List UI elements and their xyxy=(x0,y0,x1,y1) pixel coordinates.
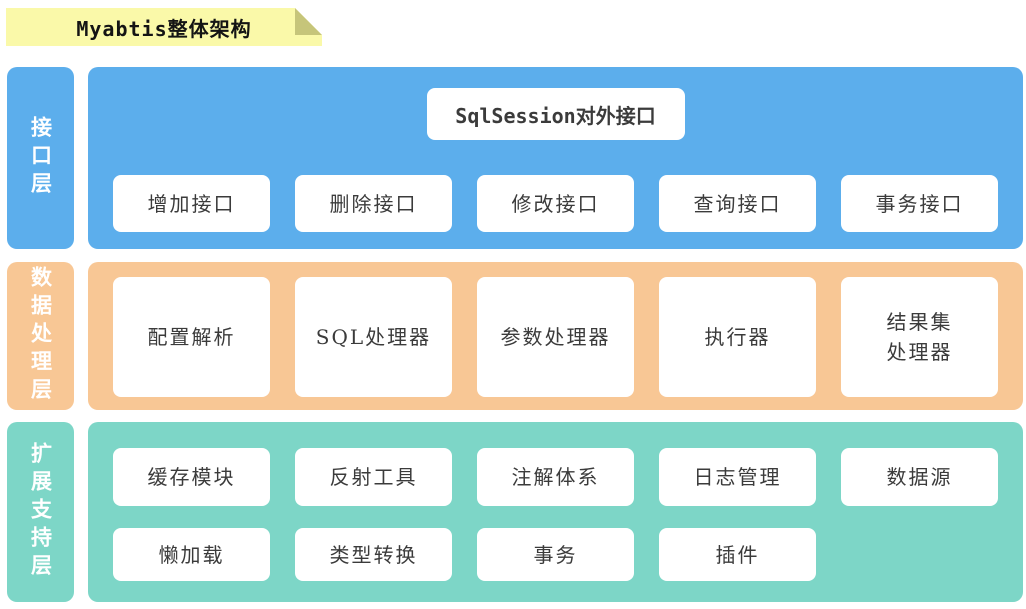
layer-label-interface-text: 接口层 xyxy=(28,116,54,200)
layer-label-extension-support-text: 扩展支持层 xyxy=(28,442,54,582)
data-processing-box-row: 配置解析 SQL处理器 参数处理器 执行器 结果集 处理器 xyxy=(88,277,1023,397)
interface-box-row: 增加接口 删除接口 修改接口 查询接口 事务接口 xyxy=(88,175,1023,232)
box-annotation-system: 注解体系 xyxy=(477,448,634,506)
box-datasource: 数据源 xyxy=(841,448,998,506)
layer-label-extension-support: 扩展支持层 xyxy=(7,422,74,602)
extension-box-row-2: 懒加载 类型转换 事务 插件 xyxy=(88,528,1023,581)
layer-extension-support: 扩展支持层 缓存模块 反射工具 注解体系 日志管理 数据源 懒加载 类型转换 事… xyxy=(0,422,1026,602)
box-add-interface: 增加接口 xyxy=(113,175,270,232)
box-sqlsession-api: SqlSession对外接口 xyxy=(426,88,685,140)
box-sql-processor: SQL处理器 xyxy=(295,277,452,397)
box-parameter-processor: 参数处理器 xyxy=(477,277,634,397)
extension-box-row-1: 缓存模块 反射工具 注解体系 日志管理 数据源 xyxy=(88,448,1023,506)
panel-interface: SqlSession对外接口 增加接口 删除接口 修改接口 查询接口 事务接口 xyxy=(88,67,1023,249)
box-log-management: 日志管理 xyxy=(659,448,816,506)
box-type-conversion: 类型转换 xyxy=(295,528,452,581)
box-cache-module: 缓存模块 xyxy=(113,448,270,506)
panel-data-processing: 配置解析 SQL处理器 参数处理器 执行器 结果集 处理器 xyxy=(88,262,1023,410)
box-modify-interface: 修改接口 xyxy=(477,175,634,232)
title-banner: Myabtis整体架构 xyxy=(6,8,322,46)
box-transaction: 事务 xyxy=(477,528,634,581)
folded-corner-icon xyxy=(295,8,322,35)
box-executor: 执行器 xyxy=(659,277,816,397)
box-delete-interface: 删除接口 xyxy=(295,175,452,232)
layer-interface: 接口层 SqlSession对外接口 增加接口 删除接口 修改接口 查询接口 事… xyxy=(0,67,1026,249)
layer-label-interface: 接口层 xyxy=(7,67,74,249)
box-query-interface: 查询接口 xyxy=(659,175,816,232)
box-transaction-interface: 事务接口 xyxy=(841,175,998,232)
layer-label-data-processing: 数据处理层 xyxy=(7,262,74,410)
box-lazy-loading: 懒加载 xyxy=(113,528,270,581)
diagram-title: Myabtis整体架构 xyxy=(76,16,252,41)
box-reflection-tools: 反射工具 xyxy=(295,448,452,506)
box-resultset-processor: 结果集 处理器 xyxy=(841,277,998,397)
box-plugin: 插件 xyxy=(659,528,816,581)
box-config-parsing: 配置解析 xyxy=(113,277,270,397)
layer-label-data-processing-text: 数据处理层 xyxy=(28,266,54,406)
panel-extension-support: 缓存模块 反射工具 注解体系 日志管理 数据源 懒加载 类型转换 事务 插件 xyxy=(88,422,1023,602)
layer-data-processing: 数据处理层 配置解析 SQL处理器 参数处理器 执行器 结果集 处理器 xyxy=(0,262,1026,410)
